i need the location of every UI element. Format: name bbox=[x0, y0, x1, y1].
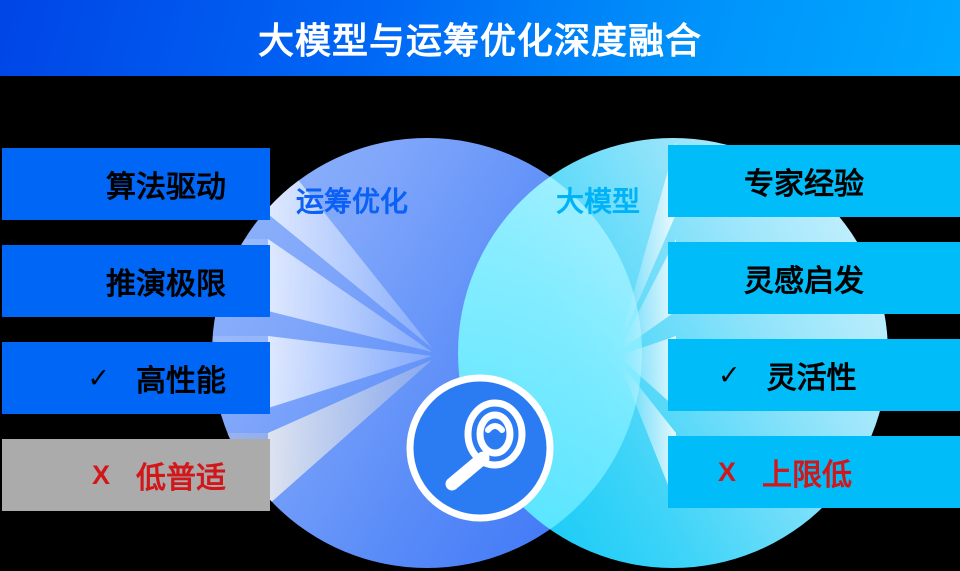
bar-left-1[interactable]: 算法驱动 bbox=[2, 148, 270, 220]
bar-right-4-label: 上限低 bbox=[762, 459, 853, 492]
bar-left-2[interactable]: 推演极限 bbox=[2, 245, 270, 317]
bar-right-2[interactable]: 灵感启发 bbox=[668, 242, 960, 314]
bar-right-4[interactable]: X 上限低 bbox=[668, 436, 960, 508]
title-bar: 大模型与运筹优化深度融合 bbox=[0, 0, 960, 76]
bar-right-3-label: 灵活性 bbox=[766, 362, 857, 395]
magnifier-icon bbox=[445, 399, 526, 491]
venn-diagram: 运筹优化 大模型 算法驱动 推演极限 ✓ 高性能 X 低普适 专家经验 灵感启发 bbox=[0, 76, 960, 571]
bar-left-1-label: 算法驱动 bbox=[106, 171, 226, 204]
group-label-operations-research: 运筹优化 bbox=[296, 186, 409, 217]
bar-left-3-label: 高性能 bbox=[136, 365, 226, 398]
check-icon: ✓ bbox=[87, 362, 110, 393]
cross-icon-right: X bbox=[718, 456, 737, 487]
group-label-large-model: 大模型 bbox=[556, 186, 641, 217]
bar-left-4[interactable]: X 低普适 bbox=[2, 439, 270, 511]
bar-left-2-label: 推演极限 bbox=[106, 268, 226, 301]
magnifier-glint bbox=[485, 423, 505, 433]
bar-left-3[interactable]: ✓ 高性能 bbox=[2, 342, 270, 414]
bar-right-3[interactable]: ✓ 灵活性 bbox=[668, 339, 960, 411]
bar-right-1[interactable]: 专家经验 bbox=[668, 145, 960, 217]
page-title: 大模型与运筹优化深度融合 bbox=[257, 20, 702, 61]
center-badge[interactable] bbox=[404, 372, 556, 524]
bar-right-1-label: 专家经验 bbox=[744, 168, 864, 201]
check-icon-right: ✓ bbox=[718, 359, 741, 390]
bar-left-4-label: 低普适 bbox=[136, 462, 226, 495]
cross-icon: X bbox=[91, 459, 110, 490]
bar-right-2-label: 灵感启发 bbox=[744, 265, 864, 298]
